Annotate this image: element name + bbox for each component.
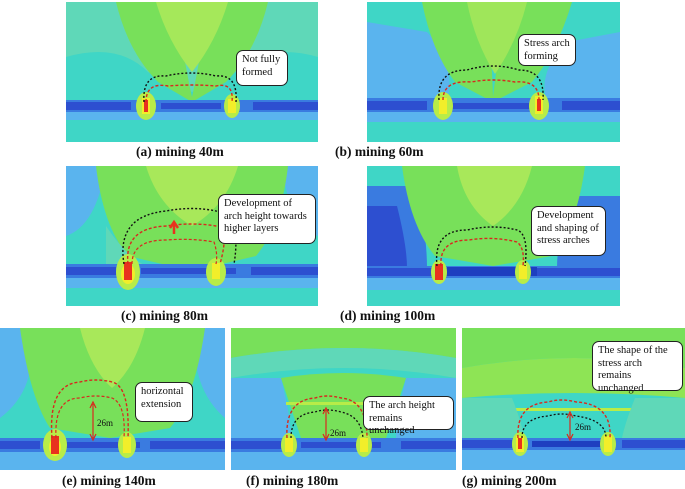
pillar-right: [228, 99, 236, 113]
callout-a-text: Not fully formed: [242, 54, 281, 78]
callout-d-text: Development and shaping of stress arches: [537, 210, 599, 246]
arch-height-label-e: 26m: [97, 418, 114, 428]
caption-b: (b) mining 60m: [335, 144, 424, 159]
callout-c: Development of arch height towards highe…: [218, 194, 316, 244]
callout-b: Stress arch forming: [518, 34, 576, 66]
panel-a-contour: [66, 2, 318, 142]
panel-b-contour: [367, 2, 620, 142]
caption-a: (a) mining 40m: [136, 144, 224, 159]
stress-contour-f: [231, 328, 456, 470]
stress-contour-b: [367, 2, 620, 142]
arch-height-label-g: 26m: [575, 422, 592, 432]
callout-f-text: The arch height remains unchanged: [369, 400, 435, 436]
stress-contour-a: [66, 2, 318, 142]
callout-c-text: Development of arch height towards highe…: [224, 198, 307, 234]
caption-g: (g) mining 200m: [462, 473, 557, 488]
arch-height-label-f: 26m: [330, 428, 347, 438]
panel-f-contour: [231, 328, 456, 470]
callout-g-text: The shape of the stress arch remains unc…: [598, 345, 668, 394]
caption-f: (f) mining 180m: [246, 473, 339, 488]
stress-arch-outer: [143, 72, 237, 103]
caption-c: (c) mining 80m: [121, 308, 208, 323]
arch-growth-arrow: [168, 219, 180, 234]
callout-e: horizontal extension: [135, 382, 193, 422]
callout-d: Development and shaping of stress arches: [531, 206, 606, 256]
callout-b-text: Stress arch forming: [524, 38, 570, 62]
callout-e-text: horizontal extension: [141, 386, 184, 410]
stress-arch-inner: [145, 84, 233, 103]
caption-d: (d) mining 100m: [340, 308, 436, 323]
callout-g: The shape of the stress arch remains unc…: [592, 341, 683, 394]
callout-f: The arch height remains unchanged: [363, 396, 454, 436]
caption-e: (e) mining 140m: [62, 473, 156, 488]
callout-a: Not fully formed: [236, 50, 288, 86]
